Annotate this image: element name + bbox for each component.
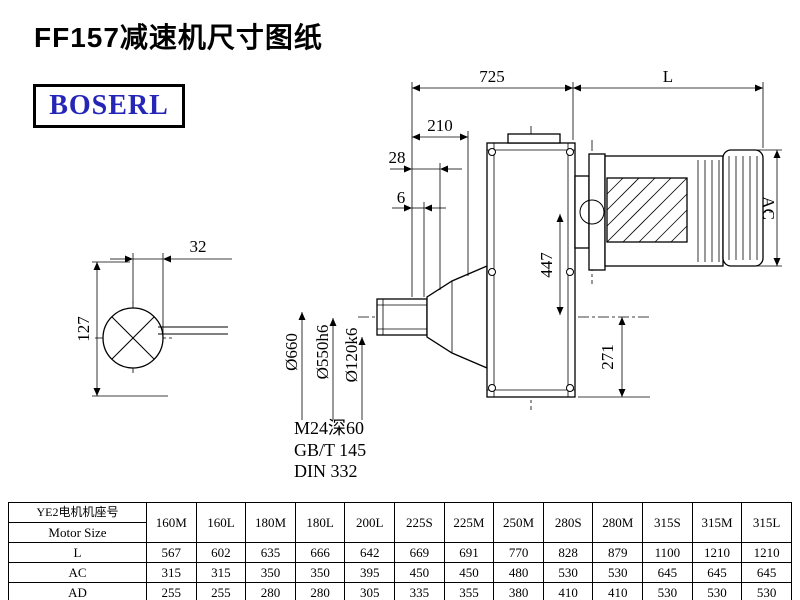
header-cn: YE2电机机座号 [9, 503, 146, 523]
dim-725-label: 725 [479, 67, 505, 86]
table-cell: 410 [592, 582, 644, 600]
dimension-lines [92, 82, 782, 420]
table-header-col: 315M [691, 502, 743, 543]
logo-text: BOSERL [49, 90, 169, 121]
row-label: L [8, 542, 147, 563]
table-header-col: 180L [294, 502, 346, 543]
table-cell: 480 [493, 562, 544, 583]
dim-210-label: 210 [427, 116, 453, 135]
table-cell: 602 [195, 542, 247, 563]
shaft-end-view [102, 307, 228, 369]
page-title: FF157减速机尺寸图纸 [34, 22, 323, 53]
motor [574, 149, 764, 271]
terminal-box [606, 177, 688, 243]
note-din: DIN 332 [294, 461, 358, 481]
table-cell: 567 [146, 542, 197, 563]
dim-28-label: 28 [389, 148, 406, 167]
motor-flange [588, 153, 606, 271]
terminal-box-hatch [606, 177, 688, 243]
dim-L-label: L [663, 67, 673, 86]
table-header-col: 250M [493, 502, 544, 543]
table-cell: 305 [344, 582, 396, 600]
row-label: AD [8, 582, 147, 600]
table-cell: 255 [146, 582, 197, 600]
table-header-col: 315L [741, 502, 792, 543]
table-cell: 380 [493, 582, 544, 600]
table-cell: 530 [691, 582, 743, 600]
table-header-motor-size: YE2电机机座号 Motor Size [8, 502, 147, 543]
table-header-col: 225S [394, 502, 445, 543]
table-cell: 530 [741, 582, 792, 600]
table-cell: 350 [294, 562, 346, 583]
table-cell: 645 [691, 562, 743, 583]
table-header-col: 160M [146, 502, 197, 543]
table-header-col: 180M [245, 502, 296, 543]
table-cell: 669 [394, 542, 445, 563]
dim-447-label: 447 [537, 252, 556, 278]
table-cell: 450 [443, 562, 495, 583]
dim-32-label: 32 [190, 237, 207, 256]
table-cell: 1210 [741, 542, 792, 563]
table-cell: 280 [245, 582, 296, 600]
bolt-holes [488, 148, 574, 392]
dimension-arrows [93, 84, 781, 397]
table-cell: 530 [642, 582, 693, 600]
table-cell: 879 [592, 542, 644, 563]
logo-box: BOSERL [33, 84, 185, 128]
note-gbt: GB/T 145 [294, 440, 366, 460]
dim-127-label: 127 [74, 316, 93, 342]
table-cell: 255 [195, 582, 247, 600]
motor-ribs [697, 156, 758, 262]
table-header-col: 200L [344, 502, 396, 543]
dia-660-label: Ø660 [282, 333, 301, 371]
note-thread: M24深60 [294, 418, 364, 438]
table-header-col: 280S [542, 502, 594, 543]
table-header-col: 280M [592, 502, 644, 543]
input-shaft-circle [579, 199, 605, 225]
header-en: Motor Size [48, 525, 107, 540]
dimension-labels: 725 L 210 28 6 AC 447 271 32 127 Ø660 Ø5… [74, 67, 778, 481]
table-cell: 635 [245, 542, 296, 563]
table-cell: 828 [542, 542, 594, 563]
row-label: AC [8, 562, 147, 583]
table-cell: 645 [642, 562, 693, 583]
table-cell: 666 [294, 542, 346, 563]
table-cell: 450 [394, 562, 445, 583]
drawing-svg: 725 L 210 28 6 AC 447 271 32 127 Ø660 Ø5… [74, 67, 782, 481]
table-cell: 645 [741, 562, 792, 583]
table-cell: 315 [195, 562, 247, 583]
table-cell: 280 [294, 582, 346, 600]
table-cell: 530 [592, 562, 644, 583]
dim-6-label: 6 [397, 188, 406, 207]
bell-flange [426, 265, 488, 369]
housing [486, 142, 576, 398]
output-hub [376, 298, 428, 336]
dim-271-label: 271 [598, 344, 617, 370]
table-cell: 642 [344, 542, 396, 563]
table-cell: 410 [542, 582, 594, 600]
table-header-col: 315S [642, 502, 693, 543]
table-cell: 770 [493, 542, 544, 563]
table-cell: 350 [245, 562, 296, 583]
motor-adapter [574, 175, 590, 249]
table-cell: 395 [344, 562, 396, 583]
dim-AC-label: AC [759, 196, 778, 220]
dia-120-label: Ø120k6 [342, 328, 361, 383]
table-header-col: 160L [195, 502, 247, 543]
dia-550-label: Ø550h6 [313, 325, 332, 380]
table-cell: 355 [443, 582, 495, 600]
table-cell: 335 [394, 582, 445, 600]
table-cell: 1100 [642, 542, 693, 563]
table-cell: 1210 [691, 542, 743, 563]
table-cell: 691 [443, 542, 495, 563]
table-cell: 315 [146, 562, 197, 583]
table-header-col: 225M [443, 502, 495, 543]
table-cell: 530 [542, 562, 594, 583]
